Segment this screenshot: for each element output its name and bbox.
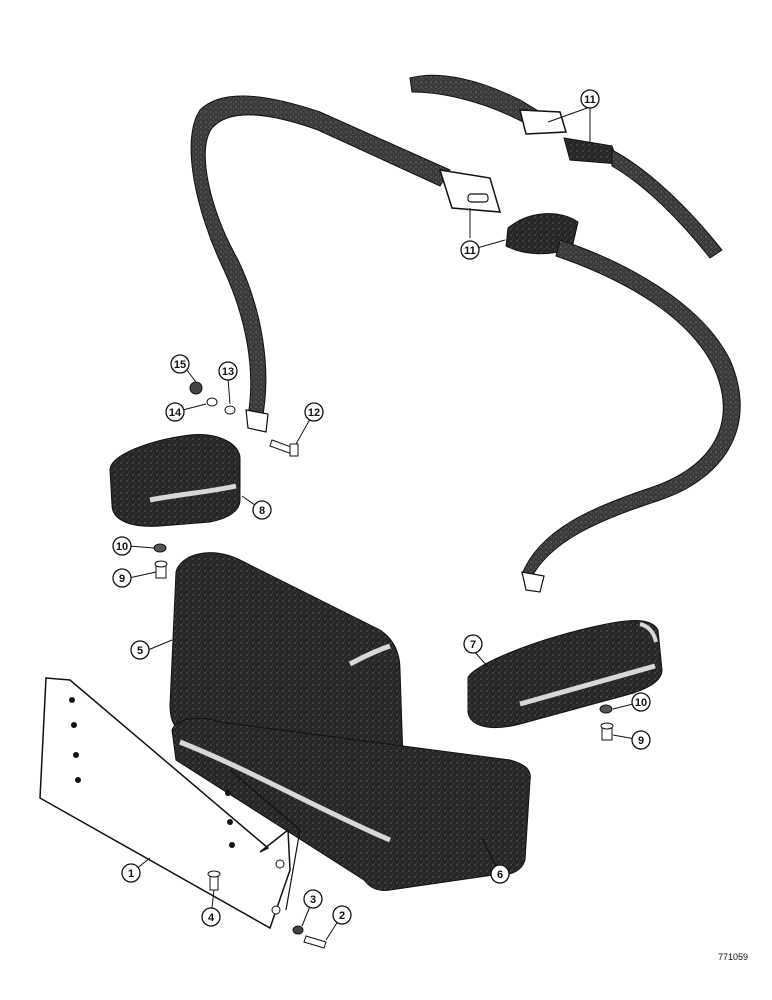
main-seat-belt <box>190 95 741 593</box>
callout-label: 13 <box>222 366 234 378</box>
callout-label: 1 <box>128 868 134 880</box>
belt-anchor-hardware <box>189 381 299 457</box>
callout-label: 4 <box>208 912 215 924</box>
callout-c10b: 10 <box>631 692 651 712</box>
callout-label: 2 <box>339 910 345 922</box>
upper-seat-belt-detail <box>409 74 723 259</box>
seat-cushion <box>171 717 531 891</box>
callout-label: 8 <box>259 505 265 517</box>
callout-c3: 3 <box>303 889 323 909</box>
callout-c11b: 11 <box>460 240 480 260</box>
callout-label: 10 <box>116 541 128 553</box>
callout-circle <box>460 240 480 260</box>
washer-14 <box>206 397 218 407</box>
callout-c6: 6 <box>490 864 510 884</box>
callout-circle <box>170 354 190 374</box>
callout-label: 15 <box>174 359 186 371</box>
callout-c11a: 11 <box>580 89 600 109</box>
figure-reference-number: 771059 <box>718 952 748 962</box>
callout-circle <box>332 905 352 925</box>
callout-circle <box>631 730 651 750</box>
armrest-right-hardware <box>599 704 614 741</box>
plate-hardware <box>207 870 327 949</box>
callout-c9a: 9 <box>112 568 132 588</box>
washer-13 <box>224 405 236 415</box>
callout-circle <box>490 864 510 884</box>
belt-anchor-right <box>521 571 545 593</box>
callout-circle <box>130 640 150 660</box>
callout-circle <box>121 863 141 883</box>
callout-c1: 1 <box>121 863 141 883</box>
armrest-right <box>467 620 663 729</box>
callout-label: 11 <box>584 94 596 106</box>
callout-c8: 8 <box>252 500 272 520</box>
armrest-left-hardware <box>153 543 168 579</box>
callout-label: 9 <box>119 573 125 585</box>
mounting-plate <box>39 677 301 930</box>
callout-label: 5 <box>137 645 143 657</box>
callout-circle <box>218 361 238 381</box>
callout-c2: 2 <box>332 905 352 925</box>
callout-c12: 12 <box>304 402 324 422</box>
callout-circle <box>631 692 651 712</box>
callout-label: 14 <box>169 407 182 419</box>
callout-circle <box>201 907 221 927</box>
main-buckle-latch <box>438 169 502 213</box>
upper-buckle-latch <box>519 109 567 135</box>
callout-label: 10 <box>635 697 647 709</box>
callout-circle <box>112 536 132 556</box>
callout-label: 6 <box>497 869 503 881</box>
callout-c15: 15 <box>170 354 190 374</box>
callout-circle <box>580 89 600 109</box>
callout-label: 3 <box>310 894 316 906</box>
upper-buckle-housing <box>563 137 619 165</box>
callout-circle <box>463 634 483 654</box>
belt-anchor-left <box>245 409 269 433</box>
callout-circle <box>112 568 132 588</box>
callout-c4: 4 <box>201 907 221 927</box>
callout-c7: 7 <box>463 634 483 654</box>
callout-circle <box>252 500 272 520</box>
callout-label: 12 <box>308 407 320 419</box>
callout-c10a: 10 <box>112 536 132 556</box>
armrest-left <box>109 434 241 527</box>
callout-circle <box>303 889 323 909</box>
callout-label: 9 <box>638 735 644 747</box>
callout-circle <box>165 402 185 422</box>
callout-label: 11 <box>464 245 476 257</box>
callout-circle <box>304 402 324 422</box>
callout-c9b: 9 <box>631 730 651 750</box>
callout-c14: 14 <box>165 402 185 422</box>
callout-c13: 13 <box>218 361 238 381</box>
callout-c5: 5 <box>130 640 150 660</box>
nut-15 <box>189 381 203 395</box>
callout-label: 7 <box>470 639 476 651</box>
leader-lines <box>128 106 642 941</box>
